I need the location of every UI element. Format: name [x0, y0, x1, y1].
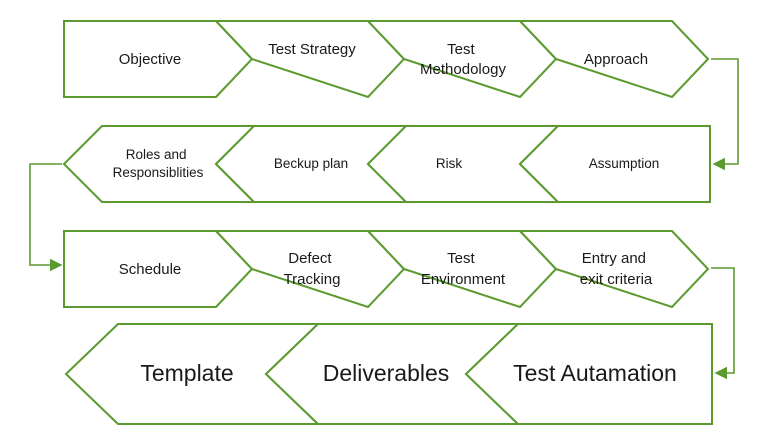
step-schedule: Schedule	[63, 230, 254, 308]
svg-text:Deliverables: Deliverables	[323, 360, 450, 386]
step-approach-shape	[517, 20, 710, 99]
step-test-environment-shape	[365, 230, 558, 309]
step-entry-exit-line-2: exit criteria	[580, 271, 653, 288]
step-test-methodology-line-1: Test	[447, 41, 475, 58]
step-defect-tracking-line-2: Tracking	[284, 271, 341, 288]
step-entry-exit-shape	[517, 230, 710, 309]
svg-text:Assumption: Assumption	[589, 156, 660, 171]
step-schedule-label: Schedule	[119, 261, 182, 278]
step-test-automation-label: Test Autamation	[513, 360, 677, 386]
step-test-strategy: Test Strategy	[213, 20, 406, 99]
svg-text:Objective: Objective	[119, 51, 182, 68]
svg-text:Test Strategy: Test Strategy	[268, 41, 356, 58]
step-test-methodology: Test Methodology	[365, 20, 558, 99]
step-test-automation: Test Autamation	[464, 323, 713, 425]
step-test-strategy-label: Test Strategy	[268, 41, 356, 58]
step-entry-exit-label: Entry and exit criteria	[580, 250, 653, 288]
row-4: Template Deliverables Test Autamation	[64, 323, 713, 425]
step-entry-exit-criteria: Entry and exit criteria	[517, 230, 710, 309]
step-risk-label: Risk	[436, 156, 462, 171]
step-objective: Objective	[63, 20, 254, 98]
svg-text:Test Autamation: Test Autamation	[513, 360, 677, 386]
step-defect-tracking-line-1: Defect	[288, 250, 332, 267]
step-schedule-shape	[63, 230, 254, 308]
step-test-environment-line-1: Test	[447, 250, 475, 267]
step-roles-line-2: Responsiblities	[113, 165, 204, 180]
step-roles-and-responsibilities: Roles and Responsiblities	[62, 125, 257, 203]
step-test-methodology-line-2: Methodology	[420, 61, 506, 78]
step-test-methodology-label: Test Methodology	[420, 41, 506, 78]
step-test-environment-label: Test Environment	[421, 250, 506, 288]
step-assumption-shape	[518, 125, 711, 203]
connector-row3-to-row4	[711, 267, 735, 380]
step-defect-tracking: Defect Tracking	[213, 230, 406, 309]
connector-row2-to-row3	[29, 163, 63, 272]
row-1: Objective Test Strategy Test Methodology…	[63, 20, 710, 99]
step-defect-tracking-label: Defect Tracking	[284, 250, 341, 288]
step-deliverables-label: Deliverables	[323, 360, 450, 386]
step-test-strategy-shape	[213, 20, 406, 99]
step-assumption: Assumption	[518, 125, 711, 203]
step-objective-label: Objective	[119, 51, 182, 68]
step-approach-label: Approach	[584, 51, 648, 68]
step-template-label: Template	[140, 360, 233, 386]
svg-text:Beckup plan: Beckup plan	[274, 156, 348, 171]
step-defect-tracking-shape	[213, 230, 406, 309]
step-test-automation-shape	[464, 323, 713, 425]
step-objective-shape	[63, 20, 254, 98]
step-entry-exit-line-1: Entry and	[582, 250, 646, 267]
step-test-methodology-shape	[365, 20, 558, 99]
svg-text:Template: Template	[140, 360, 233, 386]
step-assumption-label: Assumption	[589, 156, 660, 171]
step-backup-plan-label: Beckup plan	[274, 156, 348, 171]
svg-text:Approach: Approach	[584, 51, 648, 68]
step-roles-line-1: Roles and	[126, 147, 187, 162]
row-2: Roles and Responsiblities Beckup plan Ri…	[62, 125, 711, 203]
svg-text:Schedule: Schedule	[119, 261, 182, 278]
connector-row1-to-row2	[711, 58, 739, 171]
step-test-environment: Test Environment	[365, 230, 558, 309]
step-roles-label: Roles and Responsiblities	[113, 147, 204, 180]
step-test-environment-line-2: Environment	[421, 271, 506, 288]
step-approach: Approach	[517, 20, 710, 99]
row-3: Schedule Defect Tracking Test Environmen…	[63, 230, 710, 309]
svg-text:Risk: Risk	[436, 156, 462, 171]
